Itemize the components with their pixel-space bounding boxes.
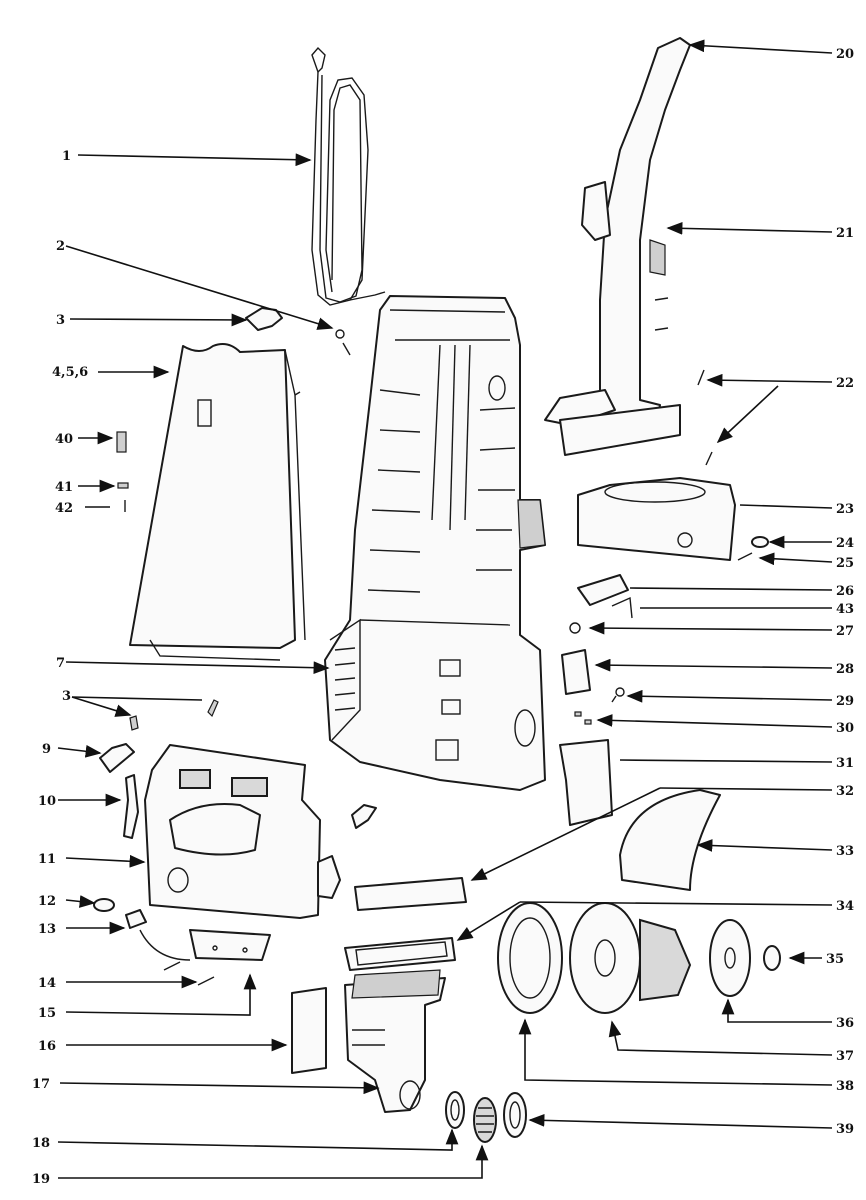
ring-part-38 bbox=[497, 902, 563, 1014]
callout-18: 18 bbox=[32, 1136, 50, 1151]
motor-part bbox=[569, 902, 692, 1014]
callout-43: 43 bbox=[836, 602, 854, 617]
callout-30: 30 bbox=[836, 721, 854, 736]
main-body-housing-part bbox=[324, 295, 546, 791]
small-part-29 bbox=[611, 687, 625, 703]
callout-42: 42 bbox=[55, 501, 73, 516]
nut-part-35 bbox=[763, 945, 781, 971]
callout-37: 37 bbox=[836, 1049, 854, 1064]
callout-13: 13 bbox=[38, 922, 56, 937]
small-part-30 bbox=[574, 711, 592, 725]
callout-labels: 1 2 3 4,5,6 40 41 42 7 3 9 10 11 12 13 1… bbox=[32, 47, 854, 1187]
small-part-12 bbox=[93, 898, 115, 912]
small-part-14 bbox=[163, 961, 215, 986]
filter-housing-part bbox=[144, 744, 341, 919]
power-cord-part bbox=[311, 46, 386, 306]
callout-24: 24 bbox=[836, 536, 854, 551]
filter-pad-part bbox=[291, 987, 327, 1074]
callout-12: 12 bbox=[38, 894, 56, 909]
callout-15: 15 bbox=[38, 1006, 56, 1021]
callout-41: 41 bbox=[55, 480, 73, 495]
callout-31: 31 bbox=[836, 756, 854, 771]
ring-part-39 bbox=[503, 1092, 527, 1138]
callout-3b: 3 bbox=[62, 689, 71, 704]
leader-lines bbox=[57, 39, 833, 1179]
top-cover-part bbox=[577, 477, 736, 561]
callout-32: 32 bbox=[836, 784, 854, 799]
callout-7: 7 bbox=[56, 656, 65, 671]
small-part-40 bbox=[116, 431, 127, 453]
callout-36: 36 bbox=[836, 1016, 854, 1031]
ring-part-18 bbox=[445, 1091, 465, 1129]
front-panel-part bbox=[129, 343, 306, 661]
callout-3a: 3 bbox=[56, 313, 65, 328]
callout-4-5-6: 4,5,6 bbox=[52, 365, 88, 380]
callout-38: 38 bbox=[836, 1079, 854, 1094]
filter-frame-part-a bbox=[354, 877, 467, 911]
callout-23: 23 bbox=[836, 502, 854, 517]
callout-2: 2 bbox=[56, 239, 65, 254]
callout-17: 17 bbox=[32, 1077, 50, 1092]
callout-33: 33 bbox=[836, 844, 854, 859]
callout-16: 16 bbox=[38, 1039, 56, 1054]
callout-40: 40 bbox=[55, 432, 73, 447]
callout-29: 29 bbox=[836, 694, 854, 709]
callout-28: 28 bbox=[836, 662, 854, 677]
callout-10: 10 bbox=[38, 794, 56, 809]
washer-part-36 bbox=[709, 919, 751, 997]
filter-frame-part-b bbox=[344, 937, 456, 971]
callout-25: 25 bbox=[836, 556, 854, 571]
small-part-41 bbox=[117, 482, 129, 489]
callout-9: 9 bbox=[42, 742, 51, 757]
switch-part-28 bbox=[561, 649, 591, 695]
handle-part bbox=[544, 37, 691, 456]
clip-part-2 bbox=[335, 329, 351, 356]
bag-holder-part bbox=[344, 969, 446, 1113]
callout-27: 27 bbox=[836, 624, 854, 639]
small-part-43 bbox=[611, 596, 633, 619]
cord-hook-part-3 bbox=[245, 307, 283, 331]
small-part-25 bbox=[737, 552, 753, 561]
plate-part-31 bbox=[559, 739, 613, 826]
grille-part-19 bbox=[473, 1097, 497, 1143]
latch-part-10 bbox=[123, 774, 139, 839]
callout-20: 20 bbox=[836, 47, 854, 62]
callout-39: 39 bbox=[836, 1122, 854, 1137]
small-part-24 bbox=[751, 536, 769, 548]
small-part-3b bbox=[129, 699, 219, 731]
small-part-27 bbox=[569, 622, 581, 634]
bracket-part-9 bbox=[99, 743, 377, 829]
callout-14: 14 bbox=[38, 976, 56, 991]
callout-11: 11 bbox=[38, 852, 56, 867]
callout-19: 19 bbox=[32, 1172, 50, 1187]
plate-part-15 bbox=[189, 929, 271, 961]
callout-22: 22 bbox=[836, 376, 854, 391]
shroud-part bbox=[619, 789, 721, 891]
callout-35: 35 bbox=[826, 952, 844, 967]
callout-1: 1 bbox=[62, 149, 71, 164]
callout-26: 26 bbox=[836, 584, 854, 599]
bracket-part-26 bbox=[577, 574, 629, 606]
callout-34: 34 bbox=[836, 899, 854, 914]
callout-21: 21 bbox=[836, 226, 854, 241]
pin-part-22 bbox=[697, 369, 713, 466]
small-part-13 bbox=[125, 909, 191, 961]
